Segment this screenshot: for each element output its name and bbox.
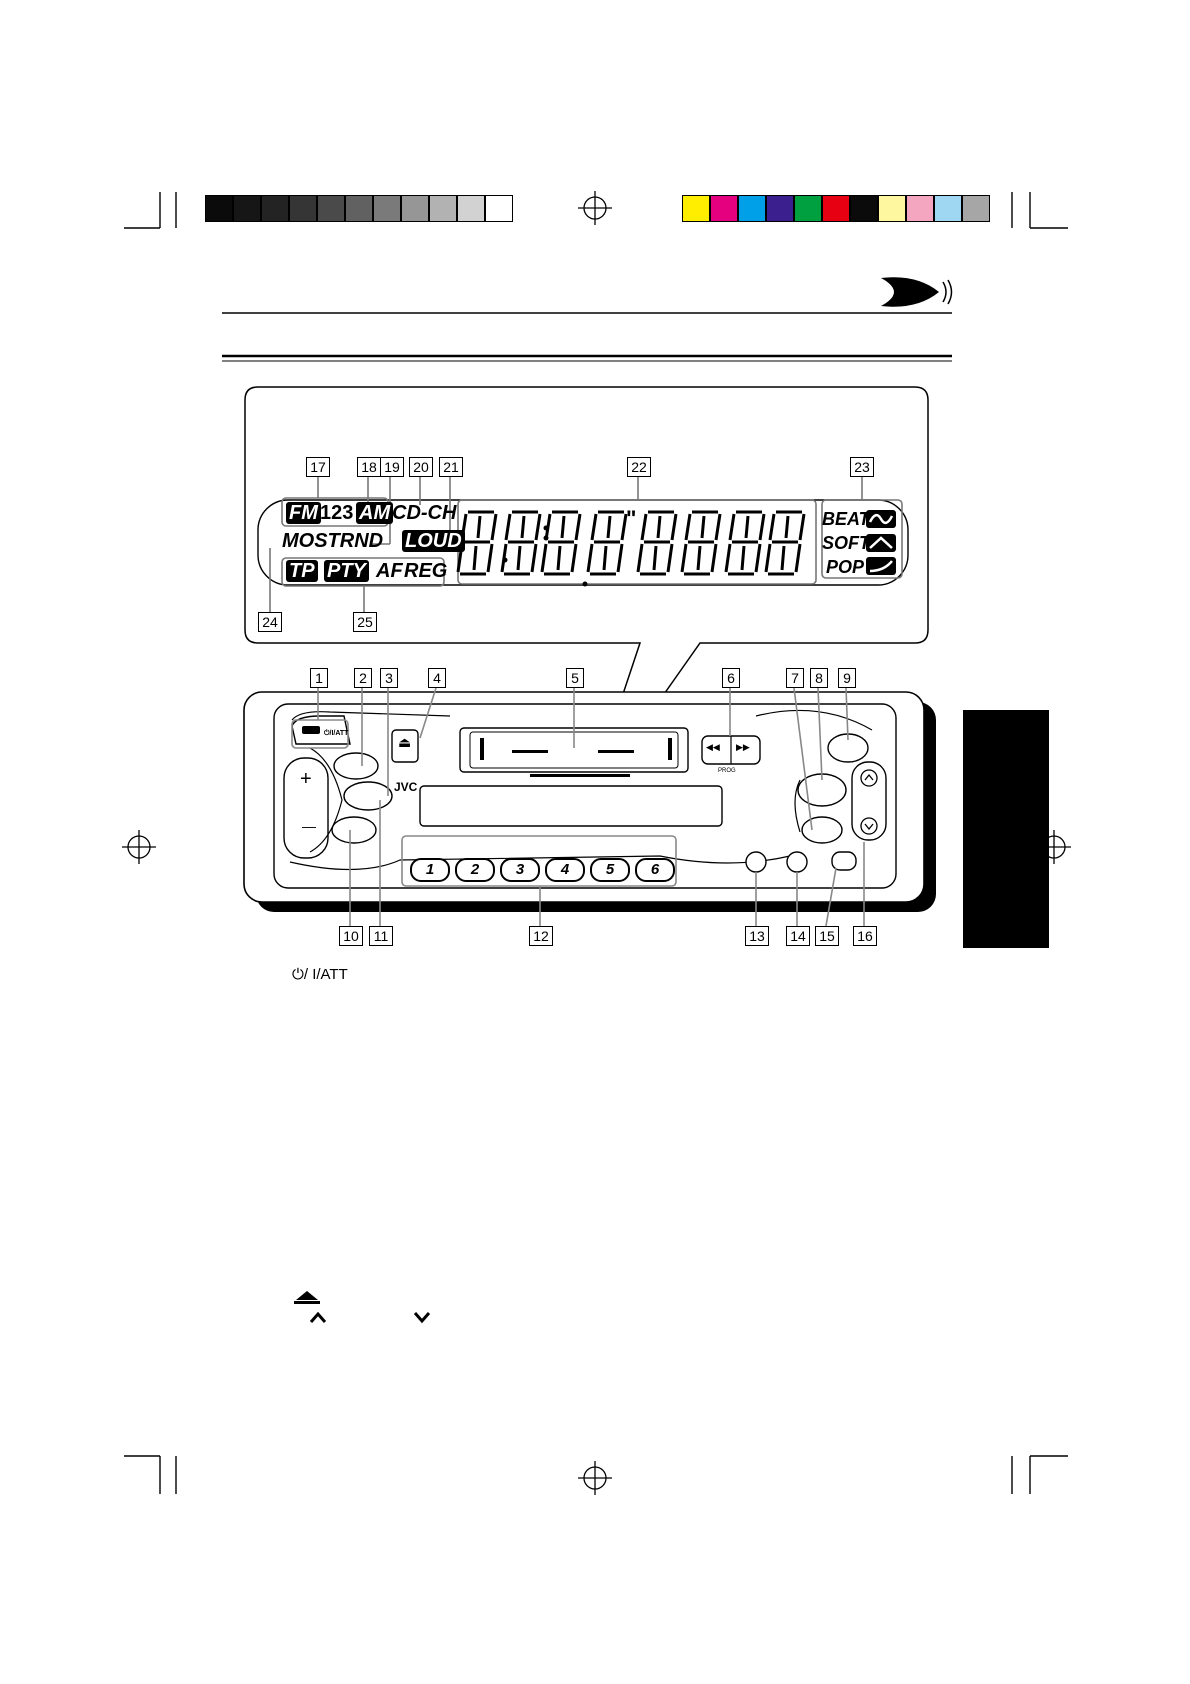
callout-22: 22 (627, 457, 651, 477)
callout-17: 17 (306, 457, 330, 477)
callout-14: 14 (786, 926, 810, 946)
callout-16: 16 (853, 926, 877, 946)
rewind-button[interactable]: ◀◀ (706, 742, 720, 752)
volume-down-button[interactable] (294, 808, 330, 852)
tp-indicator: TP (286, 560, 318, 582)
power-att-text: ⏻/ I/ATT (292, 966, 348, 983)
segment-digit (586, 510, 628, 576)
color-swatch (766, 195, 794, 222)
pty-indicator: PTY (324, 560, 369, 582)
preset-button-3[interactable]: 3 (500, 858, 540, 882)
callout-1: 1 (310, 668, 328, 688)
fast-forward-button[interactable]: ▶▶ (736, 742, 750, 752)
preset-button-6[interactable]: 6 (635, 858, 675, 882)
color-swatch (934, 195, 962, 222)
band-digits-indicator: 123 (320, 502, 354, 524)
svg-text:": " (626, 506, 636, 531)
segment-digit (680, 510, 722, 576)
callout-2: 2 (354, 668, 372, 688)
beat-indicator: BEAT (822, 509, 870, 529)
color-swatch (373, 195, 401, 222)
power-att-label: ⏻/I/ATT (324, 730, 349, 737)
callout-12: 12 (529, 926, 553, 946)
callout-20: 20 (409, 457, 433, 477)
callout-11: 11 (369, 926, 393, 946)
color-swatch (233, 195, 261, 222)
color-swatch (345, 195, 373, 222)
pop-indicator: POP (826, 557, 865, 577)
callout-21: 21 (439, 457, 463, 477)
color-swatch (878, 195, 906, 222)
volume-minus-label: — (302, 818, 316, 834)
mostrnd-indicator: MOSTRND (282, 530, 384, 552)
jvc-brand-logo: JVC (394, 780, 418, 794)
soft-indicator: SOFT (822, 533, 870, 553)
color-swatch (738, 195, 766, 222)
callout-5: 5 (566, 668, 584, 688)
callout-10: 10 (339, 926, 363, 946)
color-swatch (289, 195, 317, 222)
callout-6: 6 (722, 668, 740, 688)
callout-25: 25 (353, 612, 377, 632)
volume-up-button[interactable] (294, 758, 330, 802)
af-indicator: AF (376, 560, 403, 582)
jvc-wave-logo (881, 277, 953, 307)
callout-19: 19 (380, 457, 404, 477)
preset-button-5[interactable]: 5 (590, 858, 630, 882)
segment-digit (636, 510, 678, 576)
preset-button-1[interactable]: 1 (410, 858, 450, 882)
callout-7: 7 (786, 668, 804, 688)
preset-button-2[interactable]: 2 (455, 858, 495, 882)
color-swatch (822, 195, 850, 222)
color-swatch (401, 195, 429, 222)
color-swatch (850, 195, 878, 222)
callout-4: 4 (428, 668, 446, 688)
color-swatch (205, 195, 233, 222)
color-swatch (794, 195, 822, 222)
color-swatch (962, 195, 990, 222)
color-swatch (261, 195, 289, 222)
eject-button[interactable]: ⏏ (398, 734, 412, 750)
am-indicator: AM (356, 502, 394, 524)
callout-13: 13 (745, 926, 769, 946)
eject-symbol-icon (294, 1291, 320, 1304)
callout-9: 9 (838, 668, 856, 688)
callout-3: 3 (380, 668, 398, 688)
cdch-indicator: CD-CH (392, 502, 457, 524)
color-swatch (682, 195, 710, 222)
power-button[interactable] (302, 726, 320, 734)
callout-8: 8 (810, 668, 828, 688)
segment-digit (724, 510, 766, 576)
color-swatch (317, 195, 345, 222)
segment-digit (456, 510, 498, 576)
color-swatch (457, 195, 485, 222)
prog-label: PROG (718, 768, 736, 774)
segment-digit (764, 510, 806, 576)
callout-15: 15 (815, 926, 839, 946)
loud-indicator: LOUD (402, 530, 465, 552)
language-tab (963, 710, 1049, 948)
color-swatch (429, 195, 457, 222)
fm-indicator: FM (286, 502, 321, 524)
volume-plus-label: + (300, 768, 312, 790)
color-swatch (485, 195, 513, 222)
registration-mark-top (578, 191, 612, 225)
color-swatch (710, 195, 738, 222)
down-arrow-icon (413, 1312, 431, 1324)
color-swatch (906, 195, 934, 222)
callout-23: 23 (850, 457, 874, 477)
callout-24: 24 (258, 612, 282, 632)
reg-indicator: REG (404, 560, 448, 582)
preset-button-4[interactable]: 4 (545, 858, 585, 882)
up-arrow-icon (309, 1311, 327, 1323)
